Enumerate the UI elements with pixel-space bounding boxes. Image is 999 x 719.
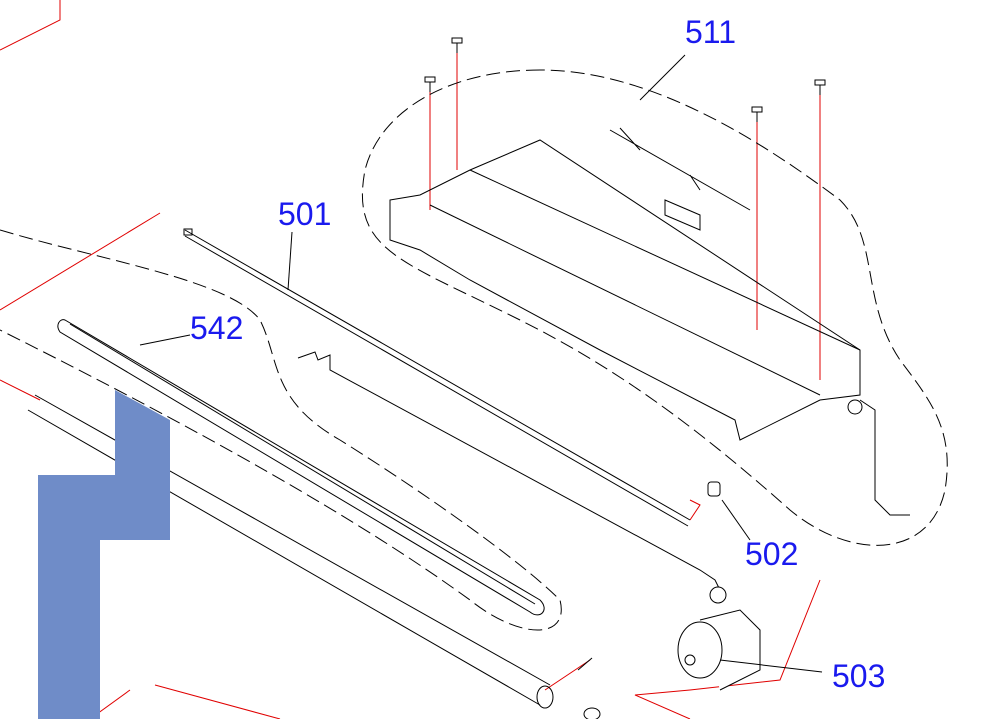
callout-502: 502 [745, 536, 799, 572]
shaft [27, 394, 601, 719]
callout-503: 503 [832, 658, 886, 694]
callout-501: 501 [278, 196, 332, 232]
part-502 [707, 481, 721, 497]
part-503-motor [677, 586, 761, 691]
dashed-group-outlines [0, 69, 948, 631]
part-501-rail [183, 228, 691, 527]
part-542-belt [57, 319, 545, 616]
highlight-region [38, 390, 170, 719]
part-511-frame [389, 127, 910, 516]
screws [424, 37, 826, 122]
callout-542: 542 [190, 310, 244, 346]
callout-511: 511 [685, 14, 737, 50]
callout-leaders [139, 54, 823, 673]
cable [297, 351, 721, 591]
